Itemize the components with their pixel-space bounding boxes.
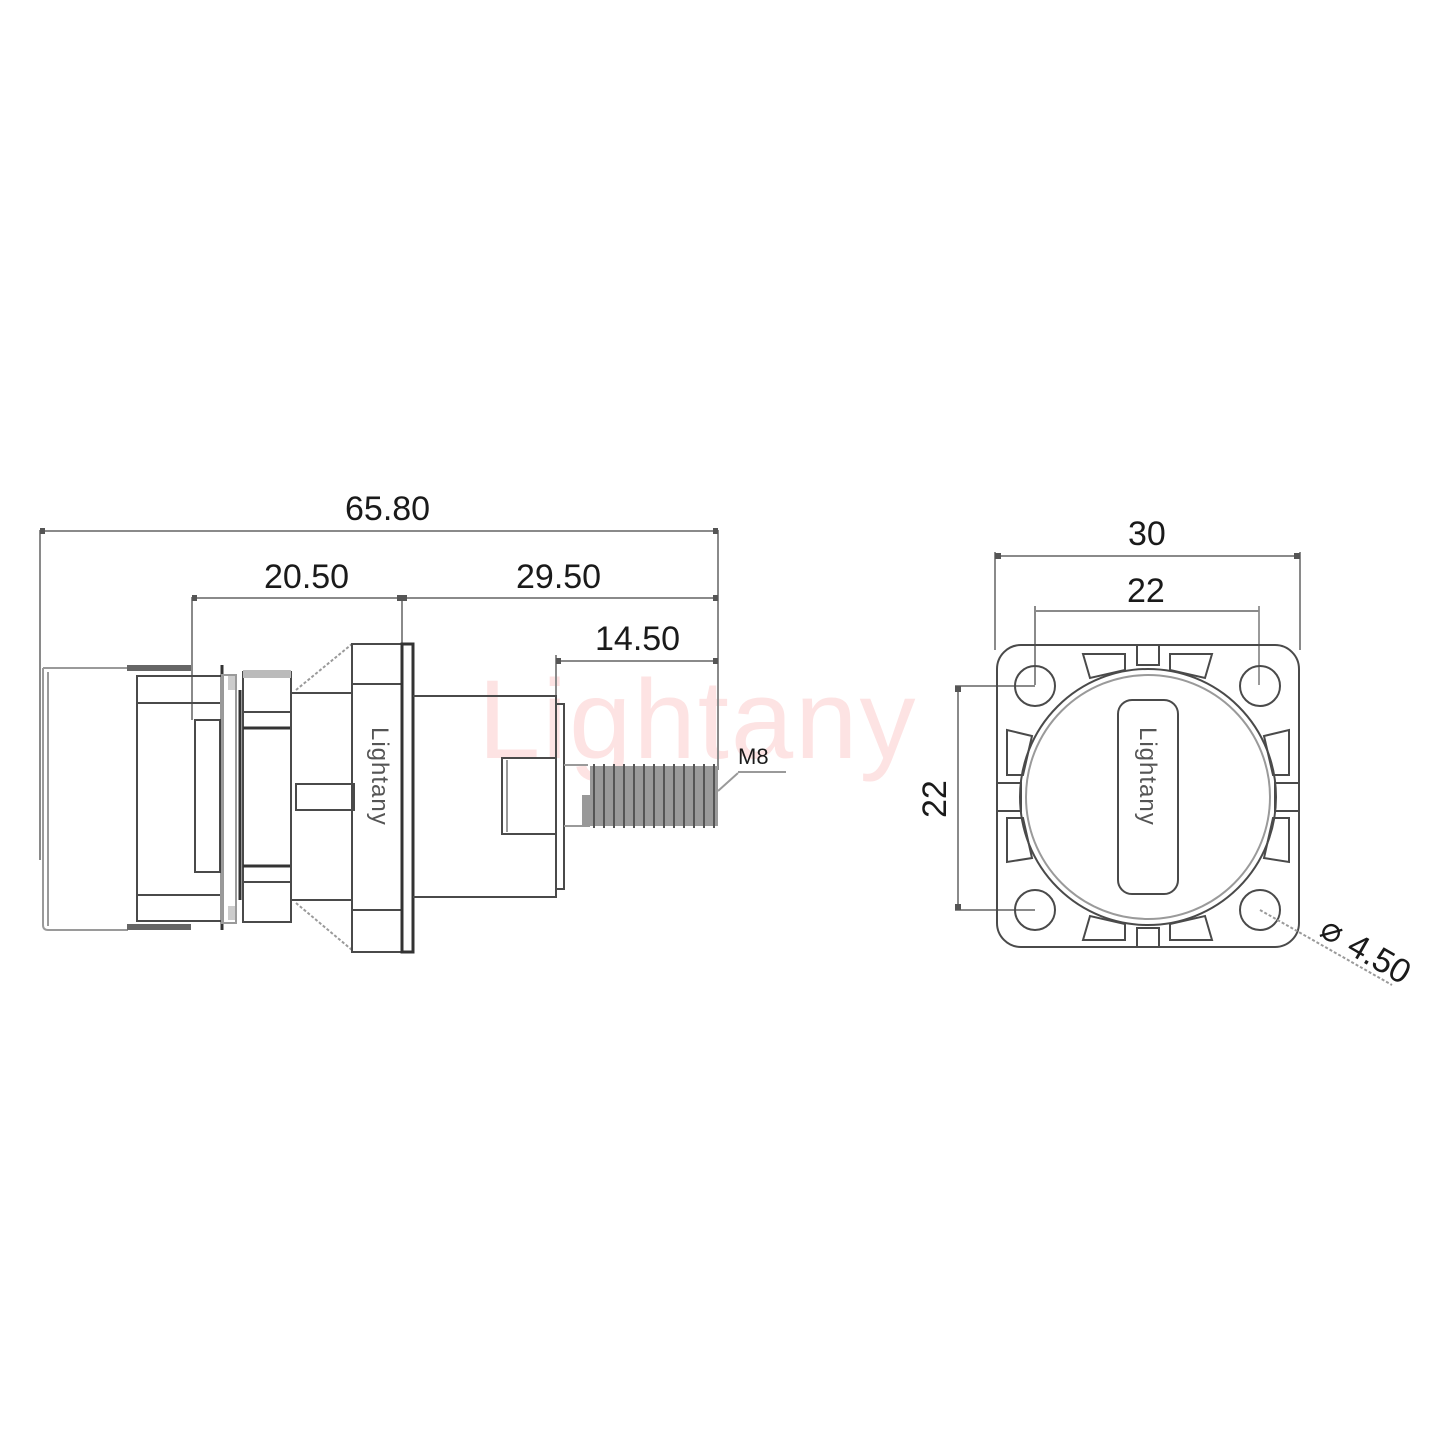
dimension-label-body: 20.50 (264, 558, 349, 596)
locking-ring (221, 674, 242, 924)
hex-nut (242, 670, 292, 923)
side-view: 65.80 20.50 29.50 14.50 (39, 490, 786, 954)
dimension-label-stud: 14.50 (595, 620, 680, 658)
dimension-overall-length: 65.80 (39, 490, 719, 860)
dimension-body-length: 20.50 (191, 558, 403, 720)
dimension-label-flange-width: 30 (1128, 515, 1166, 553)
front-brand-label: Lightany (1134, 727, 1161, 826)
dimension-label-hole-spacing-h: 22 (1127, 572, 1165, 610)
side-brand-label: Lightany (366, 727, 393, 826)
mounting-hole-top-left (1014, 665, 1056, 707)
connector-face-inner (1025, 674, 1271, 920)
diameter-symbol: ⌀ (1314, 909, 1351, 952)
coupling-nut (127, 665, 224, 930)
dimension-label-hole-spacing-v: 22 (916, 780, 954, 818)
dimension-rear-length: 29.50 (402, 558, 718, 601)
dimension-label-overall: 65.80 (345, 490, 430, 528)
threaded-stud: M8 (564, 744, 786, 828)
dimension-flange-width: 30 (994, 515, 1301, 650)
rear-cap (42, 667, 128, 931)
mounting-hole-top-right (1239, 665, 1281, 707)
dimension-hole-spacing-horizontal: 22 (1034, 572, 1260, 685)
thread-label: M8 (738, 744, 769, 769)
dimension-hole-diameter: ⌀ 4.50 (1259, 909, 1417, 992)
dimension-stud-length: 14.50 (555, 620, 718, 700)
mounting-hole-bottom-left (1014, 889, 1056, 931)
dimension-label-rear: 29.50 (516, 558, 601, 596)
dimension-hole-spacing-vertical: 22 (916, 685, 1035, 911)
watermark-text: Lightany (478, 657, 917, 782)
flange-slots (996, 644, 1300, 948)
brand-plate (1117, 699, 1179, 895)
dimension-label-hole-diameter: 4.50 (1341, 926, 1417, 992)
connector-face-outer (1019, 668, 1277, 926)
front-view: 30 22 22 (916, 515, 1417, 992)
flange-body: Lightany (290, 642, 415, 954)
rear-housing (413, 695, 565, 898)
mounting-hole-bottom-right (1239, 889, 1281, 931)
